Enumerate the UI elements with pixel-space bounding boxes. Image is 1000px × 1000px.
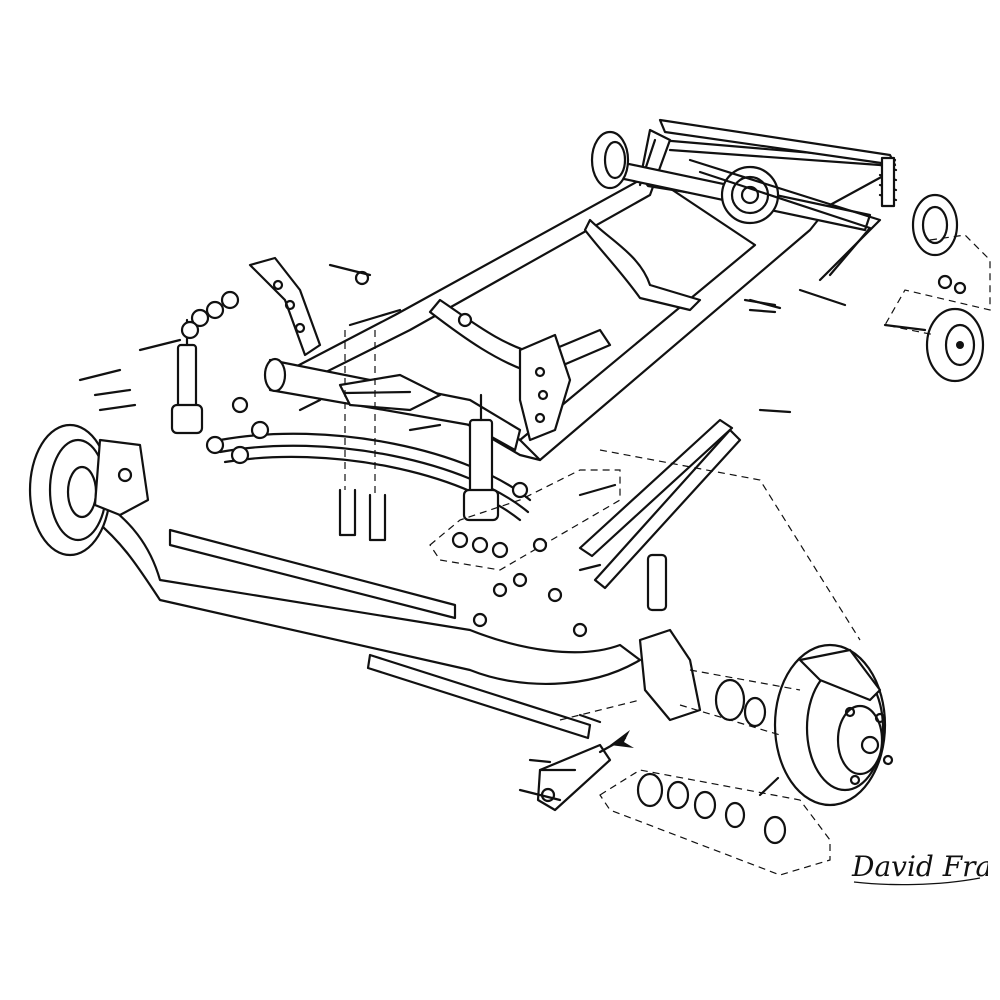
front-shock-right [462, 393, 500, 522]
panhard-bolts [748, 274, 967, 314]
front-caliper-left [93, 438, 150, 517]
rear-brake-drum-exploded [883, 307, 985, 383]
rear-brake-drum-right [911, 193, 959, 257]
front-brake-rotor-right [773, 643, 894, 807]
front-axle-beam [93, 498, 642, 686]
wheel-bearings [636, 678, 787, 845]
signature-text: David Fracling [851, 850, 988, 883]
rear-wishbone [688, 158, 882, 282]
shock-mount-right [518, 333, 572, 442]
steering-arm [536, 743, 612, 812]
shock-mount-left [248, 256, 322, 357]
rear-hub-detail-box [884, 234, 991, 336]
rear-coilover-spring [878, 156, 898, 208]
front-shock-left [170, 318, 204, 435]
spring-perch-bracket [338, 373, 442, 412]
spindle [638, 553, 702, 722]
hub-hardware-box [599, 669, 831, 876]
artist-signature: David Fracling [851, 850, 988, 886]
front-caliper-right [798, 648, 882, 702]
radius-rods [578, 418, 742, 590]
tie-rod [168, 528, 592, 740]
assembly-arrow [598, 730, 634, 754]
center-x-member [428, 218, 702, 377]
rear-brake-drum-left [590, 130, 630, 190]
front-hardware-box [429, 449, 861, 641]
u-bolts [338, 330, 387, 542]
rear-axle-housing [603, 158, 872, 232]
loose-hardware [78, 263, 792, 802]
